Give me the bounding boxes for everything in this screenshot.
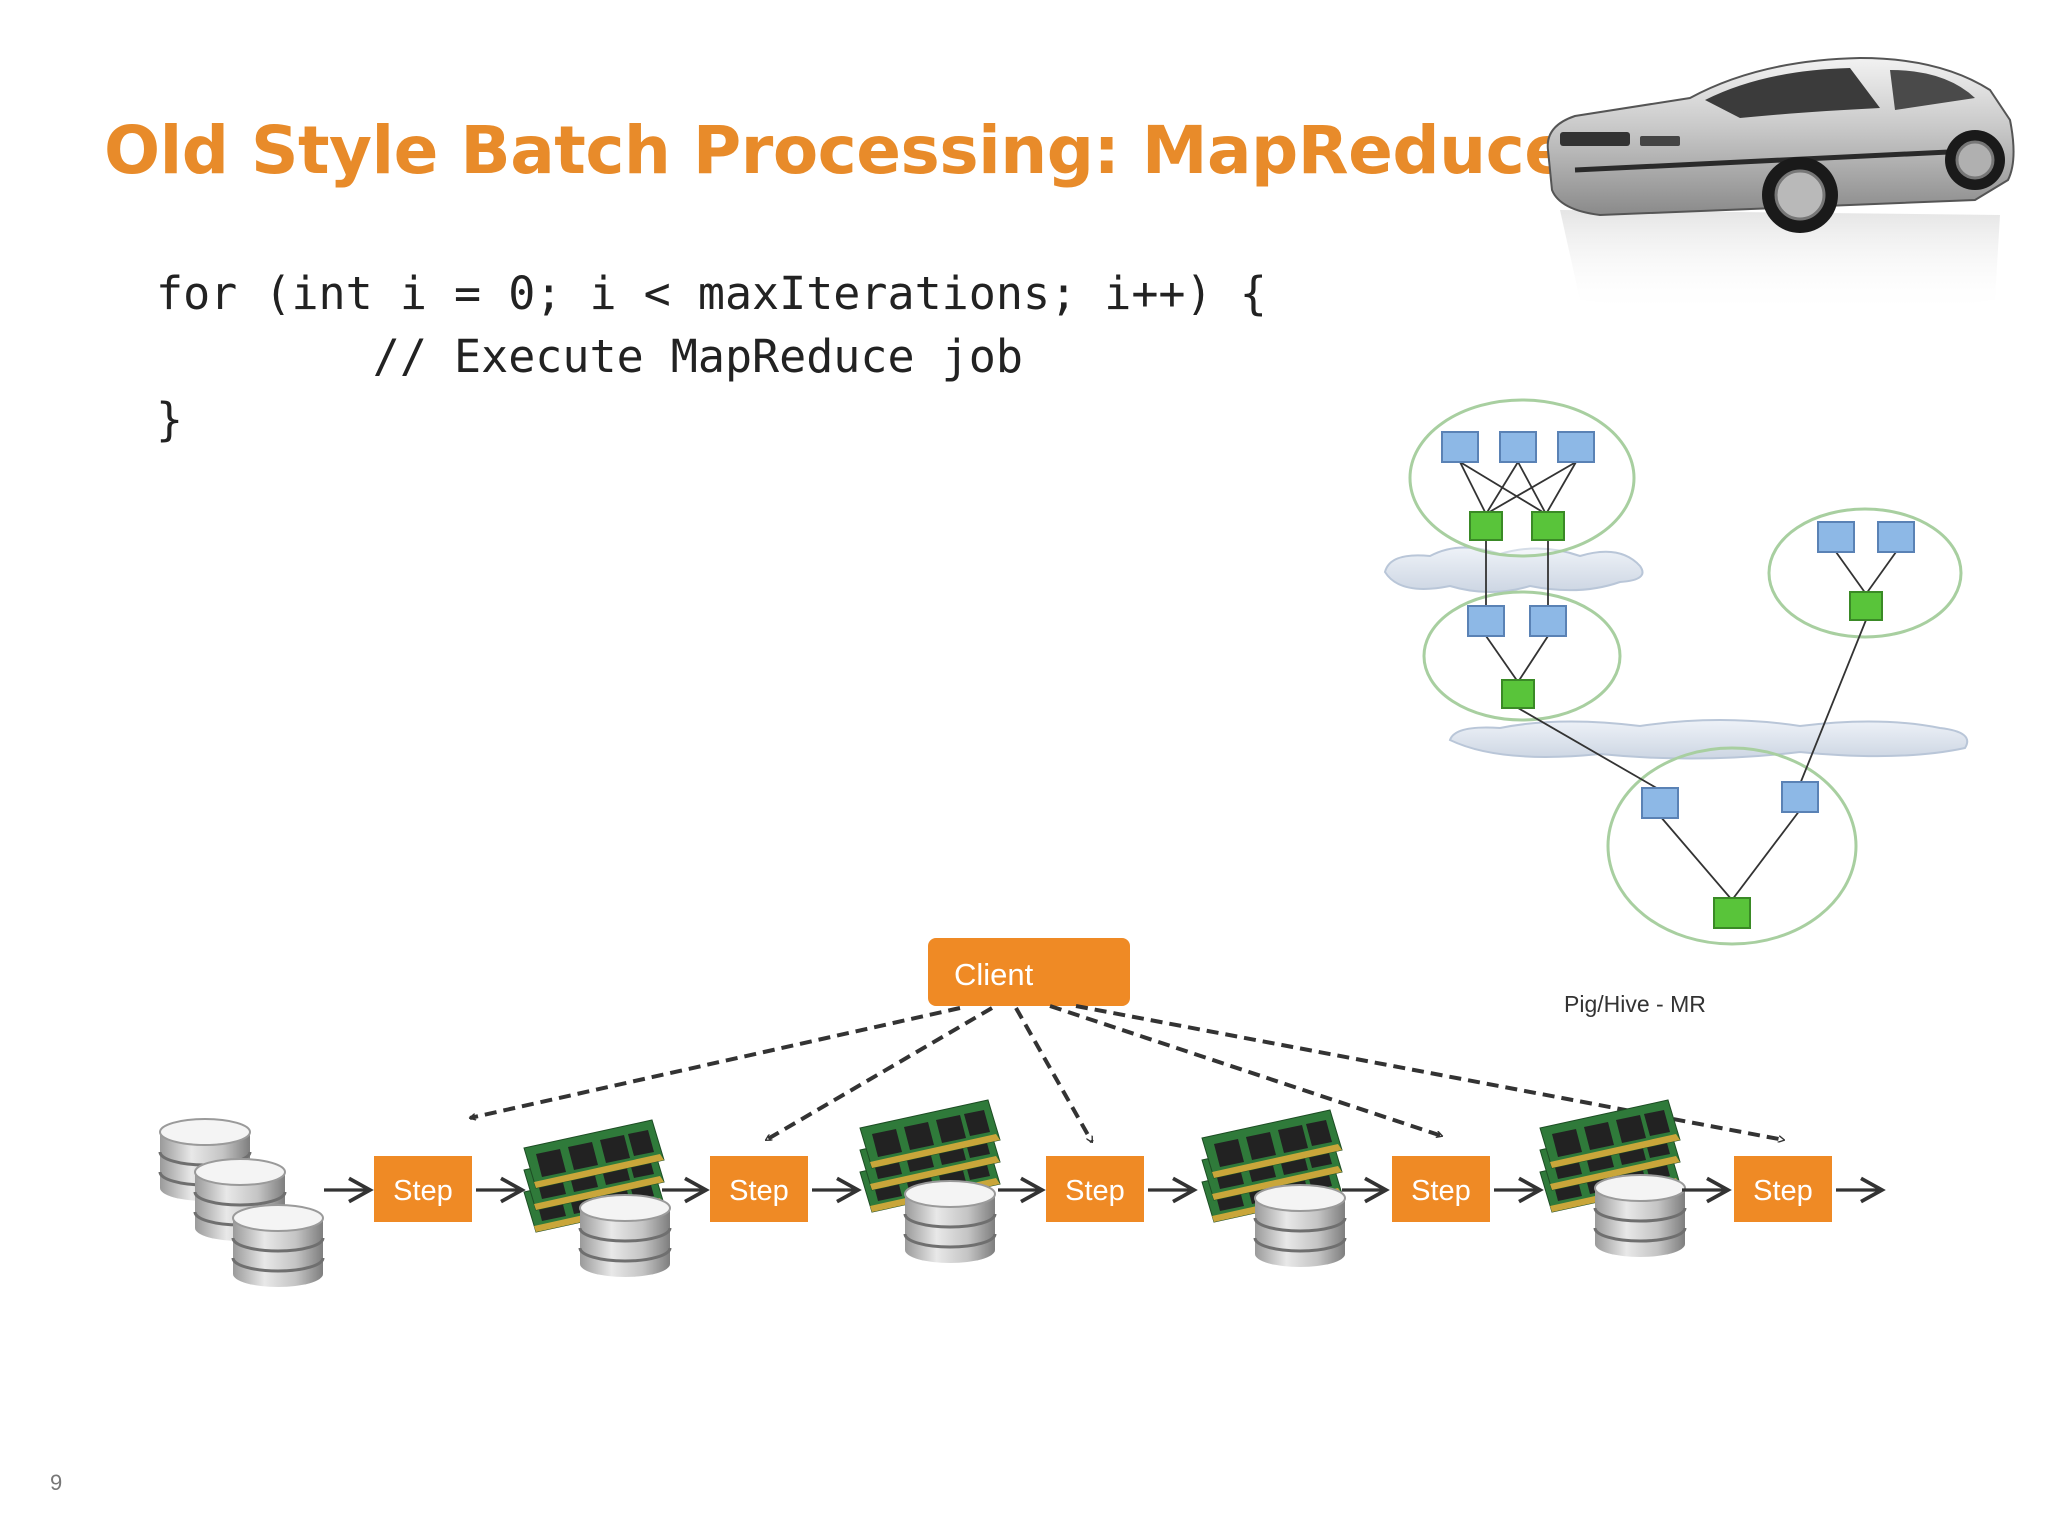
pig-hive-caption: Pig/Hive - MR (1564, 991, 1706, 1017)
step-label: Step (1753, 1175, 1813, 1207)
step-label: Step (729, 1175, 789, 1207)
pipeline: Step Step Step Step Step (158, 1100, 1886, 1289)
step-label: Step (393, 1175, 453, 1207)
cloud-shape (1383, 546, 1644, 593)
dag-group (1606, 746, 1858, 946)
code-line: for (int i = 0; i < maxIterations; i++) … (156, 267, 1267, 320)
code-block: for (int i = 0; i < maxIterations; i++) … (156, 262, 1267, 451)
dag-source-node (1499, 431, 1537, 463)
dag-reducer-node (1531, 511, 1565, 541)
car-icon (1546, 56, 2015, 315)
step-box: Step (374, 1156, 472, 1222)
dag-source-node (1441, 431, 1479, 463)
step-box: Step (1392, 1156, 1490, 1222)
dag-source-node (1781, 781, 1819, 813)
step-label: Step (1065, 1175, 1125, 1207)
dag-reducer-node (1849, 591, 1883, 621)
code-line: } (156, 393, 184, 446)
slide-title: Old Style Batch Processing: MapReduce (104, 112, 1569, 189)
dag-group (1422, 590, 1622, 722)
dag-source-node (1557, 431, 1595, 463)
client-label: Client (954, 957, 1034, 992)
dag-source-node (1467, 605, 1505, 637)
dag-reducer-node (1713, 897, 1751, 929)
dag-group (1408, 398, 1636, 558)
database-icon (1593, 1173, 1687, 1259)
dag-reducer-node (1501, 679, 1535, 709)
step-box: Step (1734, 1156, 1832, 1222)
database-icon (1253, 1183, 1347, 1269)
dag-source-node (1817, 521, 1855, 553)
step-box: Step (710, 1156, 808, 1222)
pig-hive-dag: Pig/Hive - MR (1383, 398, 1969, 1017)
slide-number: 9 (50, 1470, 63, 1495)
dag-source-node (1529, 605, 1567, 637)
cloud-shape (1448, 719, 1969, 760)
step-label: Step (1411, 1175, 1471, 1207)
dag-reducer-node (1469, 511, 1503, 541)
code-line: // Execute MapReduce job (156, 330, 1023, 383)
client-box: Client (928, 938, 1130, 1006)
dag-source-node (1877, 521, 1915, 553)
database-icon (903, 1179, 997, 1265)
dag-source-node (1641, 787, 1679, 819)
database-icon (578, 1193, 672, 1279)
step-box: Step (1046, 1156, 1144, 1222)
dag-group (1767, 507, 1963, 639)
database-icon (158, 1117, 325, 1289)
